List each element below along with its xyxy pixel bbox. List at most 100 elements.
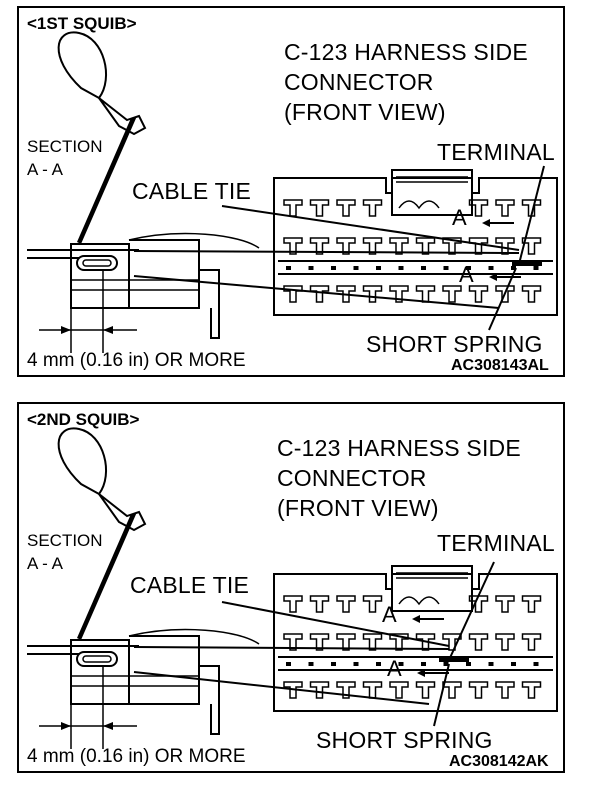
- slot-square: [376, 662, 381, 666]
- short-spring-bar: [512, 261, 542, 266]
- terminal-cavity: [309, 681, 330, 699]
- terminal-cavity: [495, 633, 515, 651]
- terminal-cavity: [362, 633, 383, 651]
- connector-title-line-2: CONNECTOR: [277, 465, 427, 491]
- terminal-cavity: [336, 237, 356, 255]
- terminal-cavity: [336, 595, 356, 613]
- terminal-cavity: [495, 237, 515, 255]
- terminal-cavity: [336, 681, 356, 699]
- terminal-cavity: [495, 681, 515, 699]
- terminal-cavity: [415, 285, 436, 303]
- housing-tail: [199, 665, 220, 735]
- short-spring-label: SHORT SPRING: [366, 331, 543, 357]
- connector-title-line-1: C-123 HARNESS SIDE: [284, 39, 528, 65]
- terminal-cavity: [362, 199, 383, 217]
- section-label-line-1: SECTION: [27, 531, 103, 550]
- connector-side-housing: [129, 635, 200, 705]
- terminal-cavity: [283, 237, 303, 255]
- slot-square: [443, 662, 449, 666]
- section-leader: [133, 671, 430, 705]
- connector-title-line-3: (FRONT VIEW): [284, 99, 446, 125]
- cable-tie-band: [76, 255, 118, 271]
- figure-code: AC308142AK: [449, 753, 549, 770]
- terminal-cavity: [495, 199, 515, 217]
- terminal-cavity: [415, 237, 436, 255]
- arrowhead: [61, 722, 71, 730]
- terminal-leader: [518, 165, 545, 265]
- section-mark-a-upper: A: [382, 602, 397, 627]
- short-spring-leader: [433, 663, 450, 727]
- section-leader: [133, 275, 500, 309]
- terminal-cavity: [389, 237, 409, 255]
- slot-square: [443, 266, 449, 270]
- housing-curve: [128, 232, 260, 249]
- terminal-cavity: [442, 681, 462, 699]
- cable-tie-band-inner: [82, 655, 112, 663]
- slot-square: [488, 266, 494, 270]
- slot-square: [331, 662, 336, 666]
- terminal-cavity: [521, 595, 542, 613]
- slot-square: [398, 266, 404, 270]
- slot-square: [398, 662, 404, 666]
- connector-side-body: [70, 639, 130, 705]
- connector-title-line-1: C-123 HARNESS SIDE: [277, 435, 521, 461]
- cable-tie-leader: [221, 205, 520, 251]
- terminal-cavity: [336, 633, 356, 651]
- terminal-label: TERMINAL: [437, 139, 555, 165]
- terminal-cavity: [362, 237, 383, 255]
- slot-square: [421, 266, 426, 270]
- measurement-label: 4 mm (0.16 in) OR MORE: [27, 746, 246, 767]
- section-leader: [133, 250, 520, 254]
- slot-square: [533, 266, 539, 270]
- terminal-cavity: [389, 681, 409, 699]
- section-mark-a-lower: A: [387, 656, 402, 681]
- squib-label: <1ST SQUIB>: [27, 14, 137, 33]
- slot-square: [286, 266, 291, 270]
- slot-square: [421, 662, 426, 666]
- arrowhead: [103, 722, 113, 730]
- slot-square: [376, 266, 381, 270]
- section-label-line-2: A - A: [27, 160, 63, 179]
- terminal-leader: [448, 561, 495, 661]
- cable-tie-band-inner: [82, 259, 112, 267]
- section-label-line-1: SECTION: [27, 137, 103, 156]
- slot-square: [308, 266, 314, 270]
- housing-tail: [199, 269, 220, 339]
- terminal-cavity: [468, 237, 489, 255]
- connector-diagram-1: [27, 31, 558, 353]
- cable-tie-pointer: [77, 116, 137, 244]
- housing-curve: [128, 628, 260, 645]
- terminal-cavity: [362, 681, 383, 699]
- terminal-cavity: [521, 633, 542, 651]
- slot-square: [533, 662, 539, 666]
- terminal-cavity: [415, 633, 436, 651]
- slot-square: [466, 662, 471, 666]
- connector-title-line-2: CONNECTOR: [284, 69, 434, 95]
- cable-tie-label: CABLE TIE: [132, 178, 251, 204]
- cable-tie-label: CABLE TIE: [130, 572, 249, 598]
- connector-diagram-2: [27, 427, 558, 749]
- terminal-cavity: [362, 595, 383, 613]
- terminal-cavity: [283, 633, 303, 651]
- terminal-cavity: [283, 285, 303, 303]
- arrowhead: [103, 326, 113, 334]
- section-mark-a-lower: A: [459, 262, 474, 287]
- terminal-cavity: [309, 595, 330, 613]
- terminal-cavity: [362, 285, 383, 303]
- terminal-cavity: [389, 285, 409, 303]
- arrowhead: [61, 326, 71, 334]
- terminal-cavity: [521, 681, 542, 699]
- section-mark-a-upper: A: [452, 205, 467, 230]
- terminal-cavity: [283, 199, 303, 217]
- terminal-cavity: [336, 285, 356, 303]
- short-spring-leader: [488, 267, 517, 331]
- measurement-label: 4 mm (0.16 in) OR MORE: [27, 350, 246, 371]
- terminal-cavity: [468, 681, 489, 699]
- figure-panel-2nd-squib: <2ND SQUIB> C-123 HARNESS SIDE CONNECTOR…: [17, 402, 565, 773]
- cable-tie-leader: [221, 601, 450, 647]
- terminal-cavity: [415, 681, 436, 699]
- terminal-cavity: [283, 595, 303, 613]
- terminal-label: TERMINAL: [437, 530, 555, 556]
- terminal-cavity: [309, 633, 330, 651]
- cable-tie-loop: [57, 427, 108, 496]
